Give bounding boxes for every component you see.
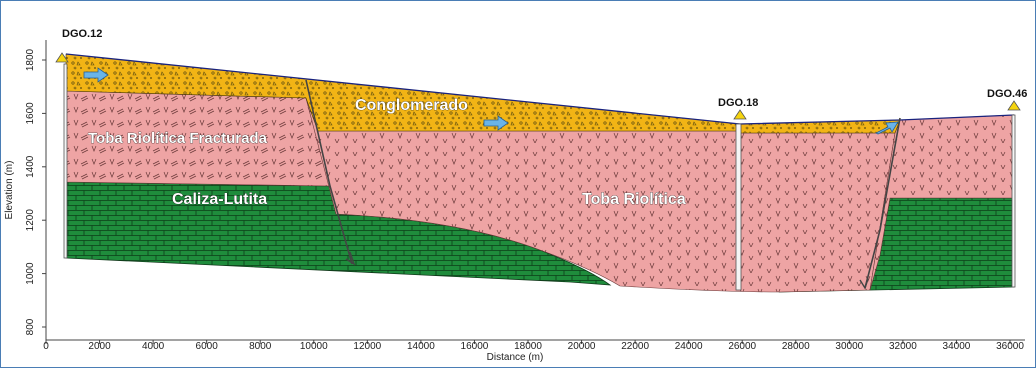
fault-left	[305, 79, 353, 265]
x-tick-label: 26000	[728, 341, 756, 352]
fault-right-arrow-icon	[859, 278, 869, 290]
well-dgo18-marker-icon	[733, 109, 747, 120]
well-dgo12-marker-icon	[55, 52, 69, 63]
well-label-dgo18: DGO.18	[718, 97, 758, 109]
well-dgo46-casing	[1011, 114, 1016, 288]
x-tick-label: 8000	[249, 341, 272, 352]
x-tick-label: 22000	[621, 341, 649, 352]
y-axis-title: Elevation (m)	[4, 161, 15, 220]
x-tick-label: 12000	[353, 341, 381, 352]
well-label-dgo46: DGO.46	[987, 88, 1027, 100]
flow-arrow-icon-2	[483, 115, 509, 131]
unit-label-conglomerado: Conglomerado	[355, 97, 468, 114]
unit-label-toba-riolitica-fracturada: Toba Riolítica Fracturada	[88, 130, 268, 147]
y-axis-ticks: 800 1000 1200 1400 1600 1800	[25, 48, 46, 335]
flow-arrow-icon-3	[875, 121, 899, 135]
unit-label-toba-riolitica: Toba Riolítica	[582, 191, 686, 208]
y-tick-label: 1600	[25, 102, 36, 125]
fault-right	[864, 117, 901, 289]
x-tick-label: 36000	[996, 341, 1024, 352]
x-tick-label: 18000	[514, 341, 542, 352]
x-axis-ticks: 0 2000 4000 6000 8000 10000 12000 14000 16000 180…	[43, 340, 1024, 352]
toba-riolitica-layer-center	[305, 97, 896, 293]
x-tick-label: 0	[43, 341, 49, 352]
x-tick-label: 20000	[568, 341, 596, 352]
y-tick-label: 800	[25, 318, 36, 335]
topographic-surface-line	[65, 53, 1015, 125]
unit-label-caliza-lutita: Caliza-Lutita	[172, 191, 267, 208]
x-tick-label: 16000	[461, 341, 489, 352]
y-tick-label: 1400	[25, 155, 36, 178]
fault-left-arrow-icon	[345, 251, 356, 266]
y-tick-label: 1000	[25, 262, 36, 285]
x-axis-title: Distance (m)	[487, 352, 544, 363]
x-tick-label: 2000	[88, 341, 111, 352]
x-tick-label: 24000	[675, 341, 703, 352]
flow-arrow-icon-1	[83, 67, 109, 83]
x-tick-label: 4000	[142, 341, 165, 352]
x-tick-label: 32000	[889, 341, 917, 352]
x-tick-label: 10000	[300, 341, 328, 352]
well-dgo18-casing	[735, 123, 742, 291]
well-dgo46-marker-icon	[1007, 100, 1021, 111]
y-tick-label: 1800	[25, 48, 36, 71]
well-dgo12-casing	[63, 63, 68, 259]
x-tick-label: 14000	[407, 341, 435, 352]
well-label-dgo12: DGO.12	[62, 28, 102, 40]
x-tick-label: 28000	[782, 341, 810, 352]
x-tick-label: 30000	[835, 341, 863, 352]
x-tick-label: 34000	[943, 341, 971, 352]
y-tick-label: 1200	[25, 209, 36, 232]
x-tick-label: 6000	[196, 341, 219, 352]
